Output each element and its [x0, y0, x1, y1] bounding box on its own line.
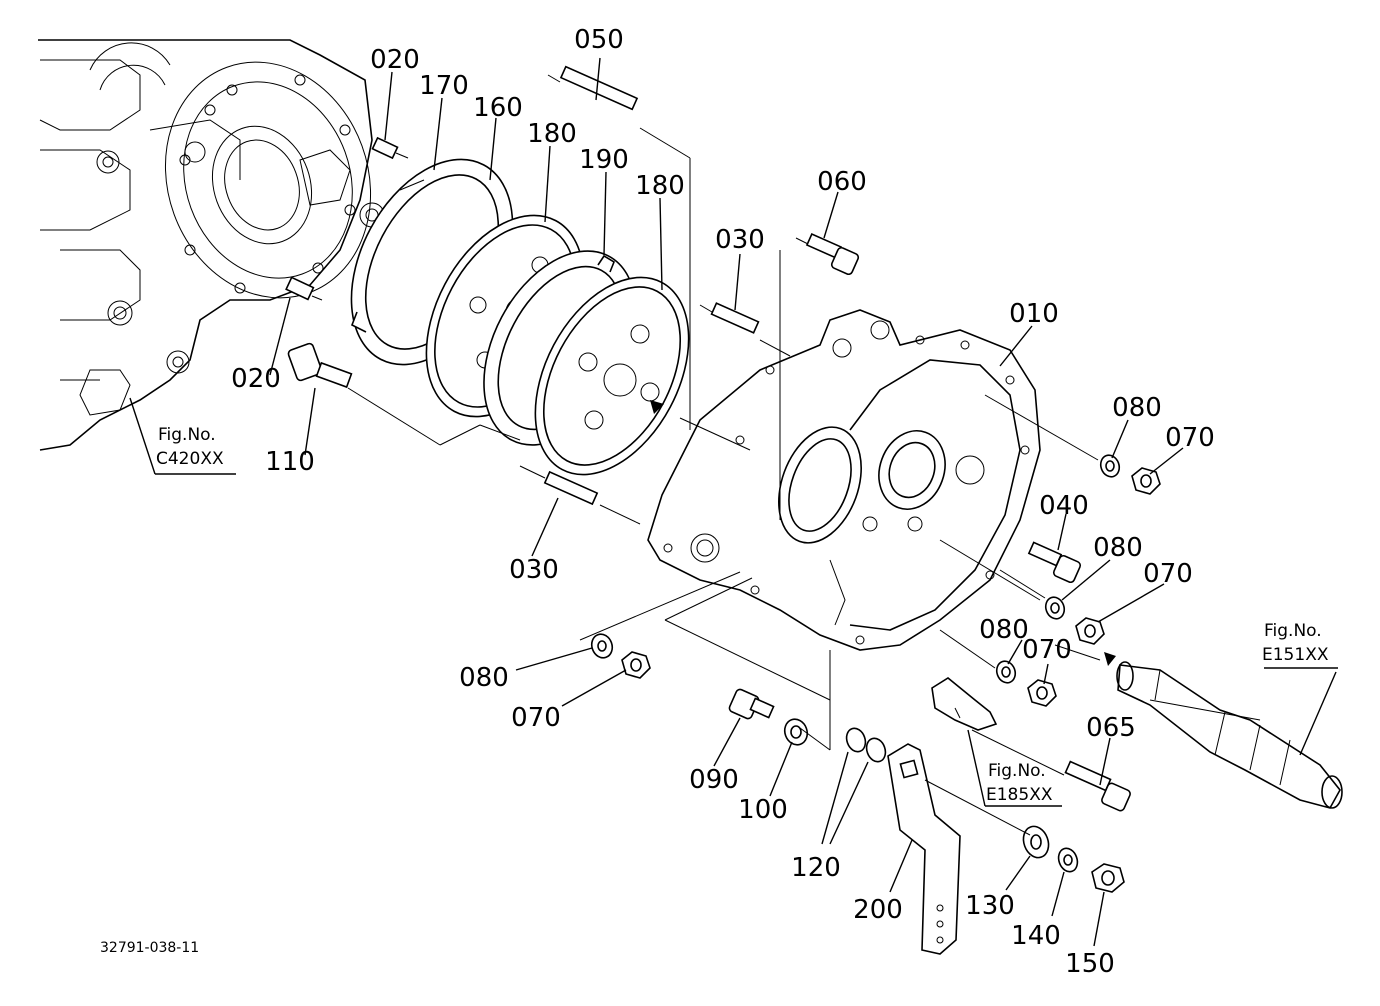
callout-180-front: 180: [635, 171, 685, 201]
figure-label: Fig.No.: [1264, 621, 1322, 641]
bolt-065: [1064, 760, 1131, 812]
figure-reference-e185xx: Fig.No. E185XX: [986, 761, 1053, 805]
callout-130: 130: [965, 891, 1015, 921]
callout-180-rear: 180: [527, 119, 577, 149]
callout-040: 040: [1039, 491, 1089, 521]
nut-070-right-upper: [1131, 467, 1161, 495]
callout-200: 200: [853, 895, 903, 925]
callout-070-left: 070: [511, 703, 561, 733]
callout-030-lower: 030: [509, 555, 559, 585]
callout-150: 150: [1065, 949, 1115, 979]
nut-070-right-lower: [1027, 679, 1057, 707]
callout-labels: 050 020 170 160 180 190 180 060 030 010 …: [231, 25, 1215, 979]
callout-110: 110: [265, 447, 315, 477]
washer-080-left: [590, 633, 614, 659]
dowel-pin-020-lower: [285, 276, 323, 301]
callout-070-right-upper: 070: [1165, 423, 1215, 453]
callout-090: 090: [689, 765, 739, 795]
bolt-040: [1027, 541, 1082, 584]
callout-080-right-middle: 080: [1093, 533, 1143, 563]
callout-080-right-upper: 080: [1112, 393, 1162, 423]
figure-reference-e151xx: Fig.No. E151XX: [1262, 621, 1329, 665]
callout-080-left: 080: [459, 663, 509, 693]
callout-190: 190: [579, 145, 629, 175]
figure-reference-c420xx: Fig.No. C420XX: [156, 425, 224, 469]
callout-080-right-lower: 080: [979, 615, 1029, 645]
callout-070-right-lower: 070: [1022, 635, 1072, 665]
figure-code: E185XX: [986, 785, 1053, 805]
splined-shaft: [1104, 652, 1343, 809]
clutch-housing-010: [647, 309, 1041, 651]
washer-080-right-lower: [995, 660, 1017, 684]
transmission-block-drawing: [38, 39, 385, 451]
bolt-090: [728, 688, 775, 720]
o-ring-120-b: [865, 737, 887, 763]
assembly-guide-lines: [399, 179, 1261, 836]
o-ring-120-a: [845, 727, 867, 753]
washer-140: [1057, 847, 1079, 873]
friction-disc-180-front: [534, 276, 690, 476]
callout-020-lower: 020: [231, 364, 281, 394]
figure-code: C420XX: [156, 449, 224, 469]
callout-120: 120: [791, 853, 841, 883]
callout-020-upper: 020: [370, 45, 420, 75]
bolt-060: [795, 232, 860, 276]
leader-lines: [129, 57, 1338, 947]
callout-070-right-middle: 070: [1143, 559, 1193, 589]
dowel-pin-020-upper: [371, 136, 409, 160]
nut-150: [1091, 863, 1125, 893]
washer-130: [1022, 825, 1050, 859]
lever-200: [887, 743, 961, 955]
washer-080-right-middle: [1044, 596, 1066, 620]
washer-080-right-upper: [1099, 454, 1121, 478]
callout-060: 060: [817, 167, 867, 197]
callout-010: 010: [1009, 299, 1059, 329]
washer-100: [783, 718, 809, 746]
callout-065: 065: [1086, 713, 1136, 743]
figure-label: Fig.No.: [158, 425, 216, 445]
stud-030-lower: [519, 465, 641, 525]
bolt-110: [287, 342, 441, 446]
callout-170: 170: [419, 71, 469, 101]
nut-070-right-middle: [1075, 617, 1105, 645]
callout-100: 100: [738, 795, 788, 825]
figure-code: E151XX: [1262, 645, 1329, 665]
drawing-code: 32791-038-11: [100, 940, 199, 956]
stud-030-upper: [699, 302, 791, 357]
callout-160: 160: [473, 93, 523, 123]
callout-050: 050: [574, 25, 624, 55]
callout-140: 140: [1011, 921, 1061, 951]
figure-label: Fig.No.: [988, 761, 1046, 781]
bracket: [931, 677, 998, 731]
callout-030-upper: 030: [715, 225, 765, 255]
nut-070-left: [621, 651, 651, 679]
